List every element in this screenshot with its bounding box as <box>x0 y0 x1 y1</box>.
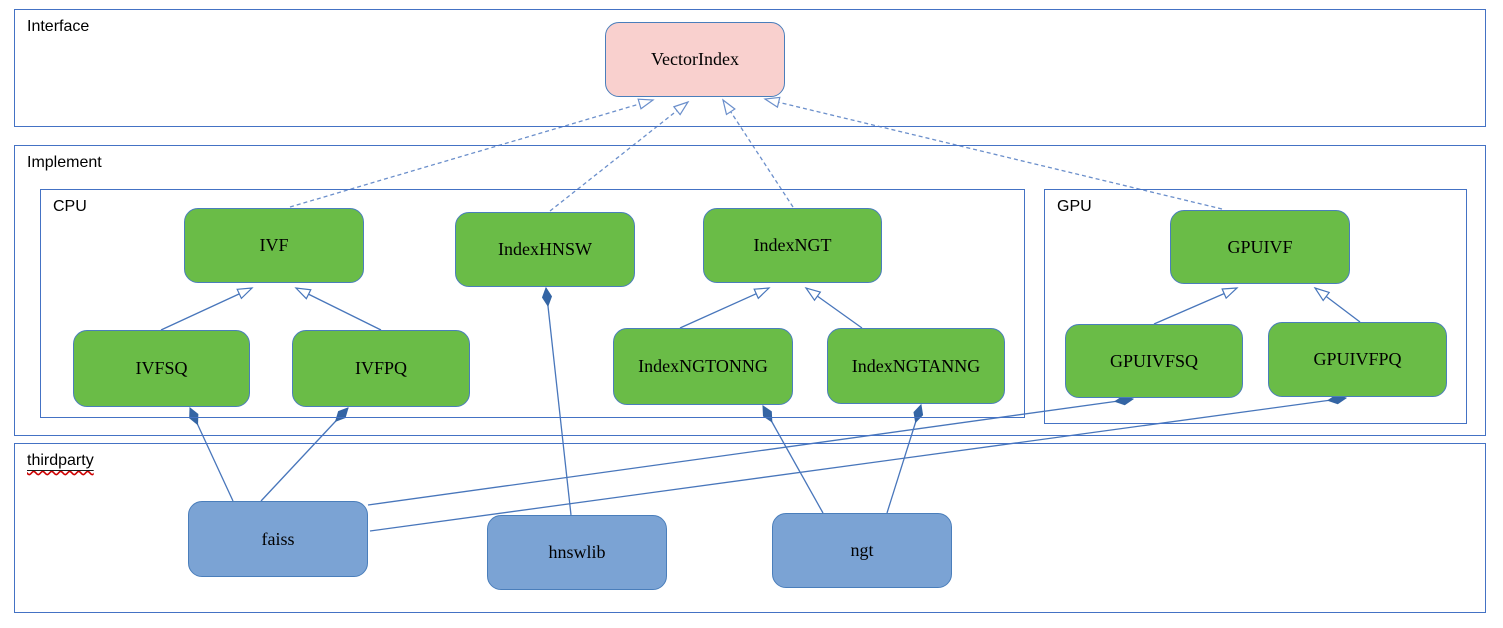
node-label-indexngt: IndexNGT <box>753 235 832 255</box>
node-gpuivfsq[interactable]: GPUIVFSQ <box>1065 324 1243 398</box>
container-interface[interactable]: Interface <box>14 9 1486 127</box>
node-gpuivf[interactable]: GPUIVF <box>1170 210 1350 284</box>
node-indexngt[interactable]: IndexNGT <box>703 208 882 283</box>
node-label-gpuivfsq: GPUIVFSQ <box>1109 350 1199 371</box>
container-thirdparty[interactable]: thirdparty <box>14 443 1486 613</box>
node-faiss[interactable]: faiss <box>188 501 368 577</box>
node-label-vectorindex: VectorIndex <box>651 49 739 69</box>
node-label-ivfsq: IVFSQ <box>135 358 188 378</box>
container-gpu[interactable]: GPU <box>1044 189 1467 424</box>
node-vectorindex[interactable]: VectorIndex <box>605 22 785 97</box>
node-label-gpuivf: GPUIVF <box>1227 236 1293 257</box>
node-ngt[interactable]: ngt <box>772 513 952 588</box>
node-label-ngt: ngt <box>850 540 874 560</box>
node-label-gpuivfpq: GPUIVFPQ <box>1313 349 1402 369</box>
node-hnswlib[interactable]: hnswlib <box>487 515 667 590</box>
node-label-indexngtonng: IndexNGTONNG <box>638 356 768 376</box>
node-ivfsq[interactable]: IVFSQ <box>73 330 250 407</box>
node-label-ivf: IVF <box>259 235 289 255</box>
container-implement[interactable]: Implement <box>14 145 1486 436</box>
container-label-gpu: GPU <box>1057 198 1092 215</box>
node-indexhnsw[interactable]: IndexHNSW <box>455 212 635 287</box>
container-cpu[interactable]: CPU <box>40 189 1025 418</box>
container-label-interface: Interface <box>27 18 90 35</box>
container-label-thirdparty: thirdparty <box>27 452 94 470</box>
container-label-implement: Implement <box>27 154 102 171</box>
node-label-indexngtanng: IndexNGTANNG <box>851 355 981 376</box>
node-indexngtanng[interactable]: IndexNGTANNG <box>827 328 1005 404</box>
node-gpuivfpq[interactable]: GPUIVFPQ <box>1268 322 1447 397</box>
node-ivf[interactable]: IVF <box>184 208 364 283</box>
container-label-cpu: CPU <box>53 198 87 215</box>
container-label-text-thirdparty: thirdparty <box>27 452 94 469</box>
node-label-faiss: faiss <box>261 528 295 549</box>
node-label-ivfpq: IVFPQ <box>354 358 407 378</box>
node-ivfpq[interactable]: IVFPQ <box>292 330 470 407</box>
node-indexngtonng[interactable]: IndexNGTONNG <box>613 328 793 405</box>
node-label-indexhnsw: IndexHNSW <box>498 239 592 259</box>
node-label-hnswlib: hnswlib <box>548 542 606 562</box>
